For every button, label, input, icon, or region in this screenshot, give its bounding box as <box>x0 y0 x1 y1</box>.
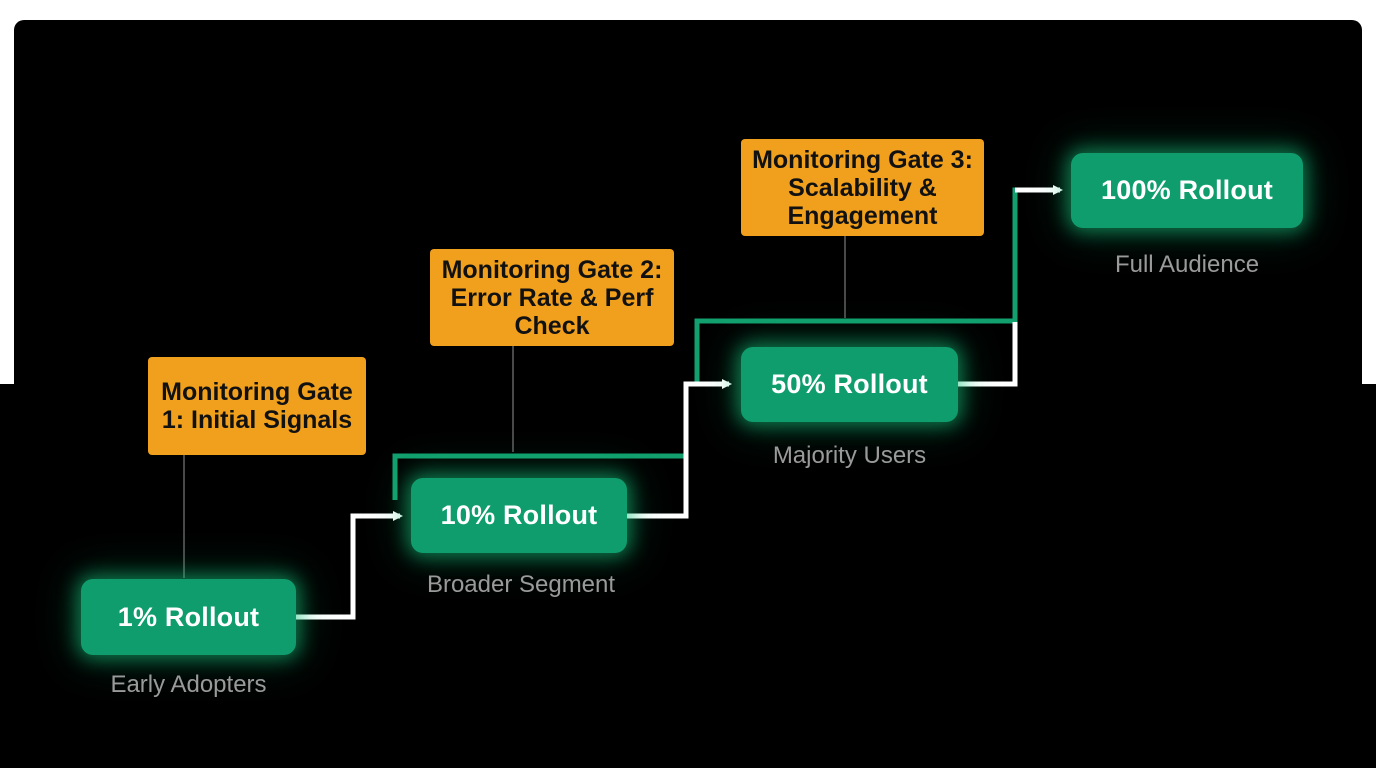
monitoring-gate-2: Monitoring Gate 2: Error Rate & Perf Che… <box>430 249 674 346</box>
monitoring-gate-3: Monitoring Gate 3: Scalability & Engagem… <box>741 139 984 236</box>
stage-50-sublabel: Majority Users <box>772 442 927 469</box>
stage-10-percent: 10% Rollout <box>411 478 627 553</box>
stage-10-sublabel: Broader Segment <box>426 571 616 598</box>
stage-100-sublabel: Full Audience <box>1114 251 1260 278</box>
stage-1-sublabel: Early Adopters <box>110 671 267 698</box>
monitoring-gate-1: Monitoring Gate 1: Initial Signals <box>148 357 366 455</box>
stage-1-percent: 1% Rollout <box>81 579 296 655</box>
stage-100-percent: 100% Rollout <box>1071 153 1303 228</box>
stage-50-percent: 50% Rollout <box>741 347 958 422</box>
